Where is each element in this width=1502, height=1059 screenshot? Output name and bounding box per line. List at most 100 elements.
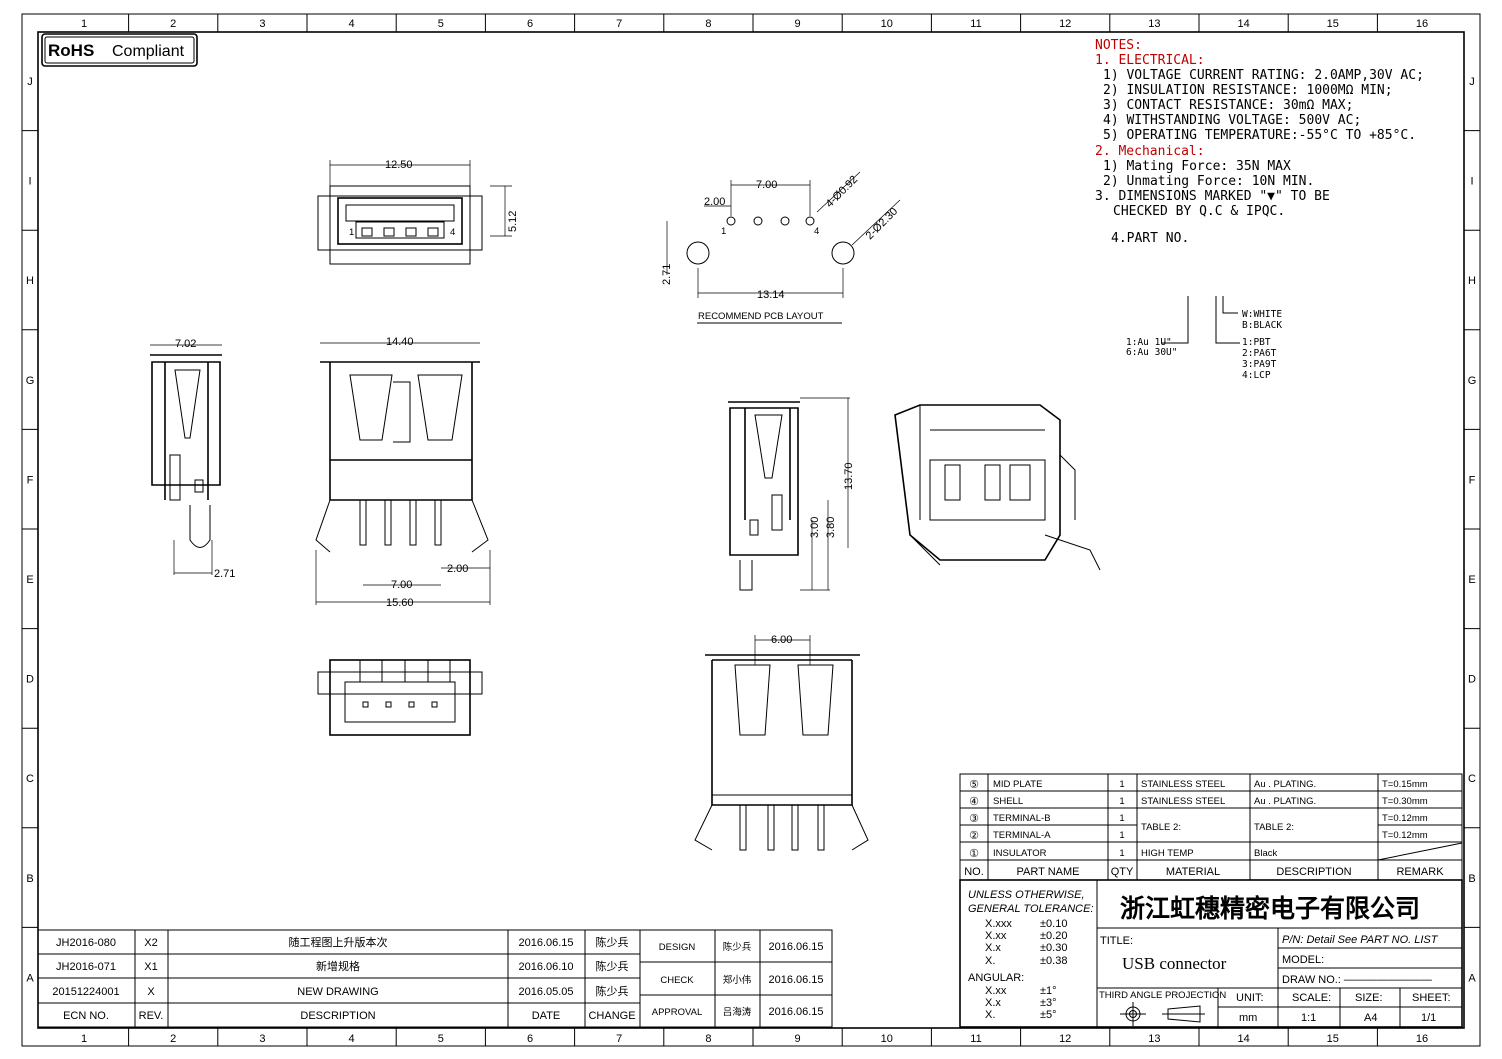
rev-header-desc: DESCRIPTION: [300, 1010, 375, 1022]
grid-column-label: 9: [795, 1033, 801, 1045]
ang-val-1: ±1°: [1040, 985, 1057, 997]
bom-material: TABLE 2:: [1141, 822, 1181, 833]
title-block: UNLESS OTHERWISE, GENERAL TOLERANCE: X.x…: [959, 879, 1463, 1028]
dim-2-71: 2.71: [661, 264, 673, 285]
tolerance-line-2: GENERAL TOLERANCE:: [968, 903, 1094, 915]
bom-part-name: TERMINAL-A: [993, 830, 1051, 841]
notes: NOTES: 1. ELECTRICAL: 1) VOLTAGE CURRENT…: [1095, 38, 1424, 381]
grid-column-label: 11: [970, 18, 981, 30]
rev-ecn: JH2016-080: [56, 937, 116, 949]
draw-no-label: DRAW NO.: ————————: [1282, 974, 1432, 986]
grid-column-label: 7: [616, 18, 622, 30]
grid-column-label: 5: [438, 18, 444, 30]
grid-row-label: J: [1469, 76, 1475, 88]
tolerance-line-1: UNLESS OTHERWISE,: [968, 889, 1085, 901]
dim-7-02: 7.02: [175, 338, 196, 350]
dim-7-00: 7.00: [756, 179, 777, 191]
bom-item-number: ⑤: [969, 779, 979, 791]
grid-row-label: J: [27, 76, 33, 88]
bom-part-name: INSULATOR: [993, 848, 1047, 859]
bom-header-remark: REMARK: [1396, 866, 1444, 878]
tol-val-4: ±0.38: [1040, 955, 1067, 967]
grid-column-label: 9: [795, 18, 801, 30]
bom-remark: T=0.12mm: [1382, 813, 1428, 824]
dim-5-12: 5.12: [507, 211, 519, 232]
grid-column-label: 4: [349, 1033, 355, 1045]
size-value: A4: [1364, 1012, 1377, 1024]
bom-qty: 1: [1119, 779, 1124, 790]
grid-column-label: 13: [1148, 18, 1160, 30]
grid-column-label: 13: [1148, 1033, 1160, 1045]
rev-header-rev: REV.: [139, 1010, 164, 1022]
bom-material: STAINLESS STEEL: [1141, 796, 1225, 807]
bom-item-number: ①: [969, 848, 979, 860]
grid-column-label: 15: [1327, 1033, 1339, 1045]
tol-val-2: ±0.20: [1040, 930, 1067, 942]
plating-1: 1:Au 1U": [1126, 337, 1172, 348]
pin-1-label: 1: [349, 227, 354, 238]
dim-7-00-b: 7.00: [391, 579, 412, 591]
side-view-left: 7.02 2.71: [150, 338, 235, 580]
ang-val-2: ±3°: [1040, 997, 1057, 1009]
bom-header-desc: DESCRIPTION: [1276, 866, 1351, 878]
bom-item-number: ④: [969, 796, 979, 808]
plating-6: 6:Au 30U": [1126, 347, 1177, 358]
tol-key-3: X.x: [985, 942, 1001, 954]
approval-approval-date: 2016.06.15: [768, 1006, 823, 1018]
rev-date: 2016.06.10: [518, 961, 573, 973]
pin-4-label: 4: [450, 227, 455, 238]
approval-approval-label: APPROVAL: [652, 1007, 703, 1018]
note-m1: 1) Mating Force: 35N MAX: [1103, 159, 1291, 174]
grid-column-label: 14: [1237, 18, 1249, 30]
rev-description: NEW DRAWING: [297, 986, 378, 998]
grid-column-label: 7: [616, 1033, 622, 1045]
bom-remark: T=0.15mm: [1382, 779, 1428, 790]
bom-qty: 1: [1119, 848, 1124, 859]
grid-column-label: 10: [881, 18, 893, 30]
inner-frame: [37, 31, 1465, 1029]
grid-row-label: H: [26, 275, 34, 287]
sheet-label: SHEET:: [1412, 992, 1451, 1004]
unit-label: UNIT:: [1236, 992, 1264, 1004]
grid-column-label: 3: [259, 18, 265, 30]
grid-row-label: I: [28, 176, 31, 188]
dim-2-00-b: 2.00: [447, 563, 468, 575]
grid-column-label: 12: [1059, 1033, 1071, 1045]
rev-date: 2016.05.05: [518, 986, 573, 998]
mat-2: 2:PA6T: [1242, 348, 1277, 359]
rev-header-date: DATE: [532, 1010, 561, 1022]
bom-qty: 1: [1119, 796, 1124, 807]
model-label: MODEL:: [1282, 954, 1324, 966]
bom-qty: 1: [1119, 813, 1124, 824]
third-angle-projection-icon: [1120, 1002, 1205, 1026]
grid-row-label: G: [1468, 375, 1477, 387]
rev-description: 随工程图上升版本次: [289, 935, 388, 949]
notes-mechanical: 2. Mechanical:: [1095, 144, 1205, 159]
grid-row-label: H: [1468, 275, 1476, 287]
dim-6-00: 6.00: [771, 634, 792, 646]
compliant-label: Compliant: [112, 43, 185, 60]
outer-frame: [21, 13, 1481, 1047]
grid-row-label: A: [26, 972, 34, 984]
tol-val-3: ±0.30: [1040, 942, 1067, 954]
grid-column-label: 6: [527, 1033, 533, 1045]
grid-row-label: F: [27, 474, 34, 486]
note-e1: 1) VOLTAGE CURRENT RATING: 2.0AMP,30V AC…: [1103, 68, 1424, 83]
rev-change: 陈少兵: [596, 935, 629, 949]
note-e2: 2) INSULATION RESISTANCE: 1000MΩ MIN;: [1103, 83, 1393, 98]
bom-header-qty: QTY: [1111, 866, 1134, 878]
rear-view: 6.00: [694, 634, 869, 851]
approval-check-date: 2016.06.15: [768, 974, 823, 986]
rev-rev: X1: [144, 961, 157, 973]
bom-description: TABLE 2:: [1254, 822, 1294, 833]
pcb-layout-label: RECOMMEND PCB LAYOUT: [698, 311, 824, 322]
grid-column-label: 2: [170, 1033, 176, 1045]
dim-13-14: 13.14: [757, 289, 785, 301]
tol-key-1: X.xxx: [985, 918, 1012, 930]
grid-row-label: B: [1468, 873, 1475, 885]
dim-14-40: 14.40: [386, 336, 414, 348]
rev-header-ecn: ECN NO.: [63, 1010, 109, 1022]
bom-description: Au . PLATING.: [1254, 796, 1316, 807]
grid-column-label: 16: [1416, 18, 1428, 30]
